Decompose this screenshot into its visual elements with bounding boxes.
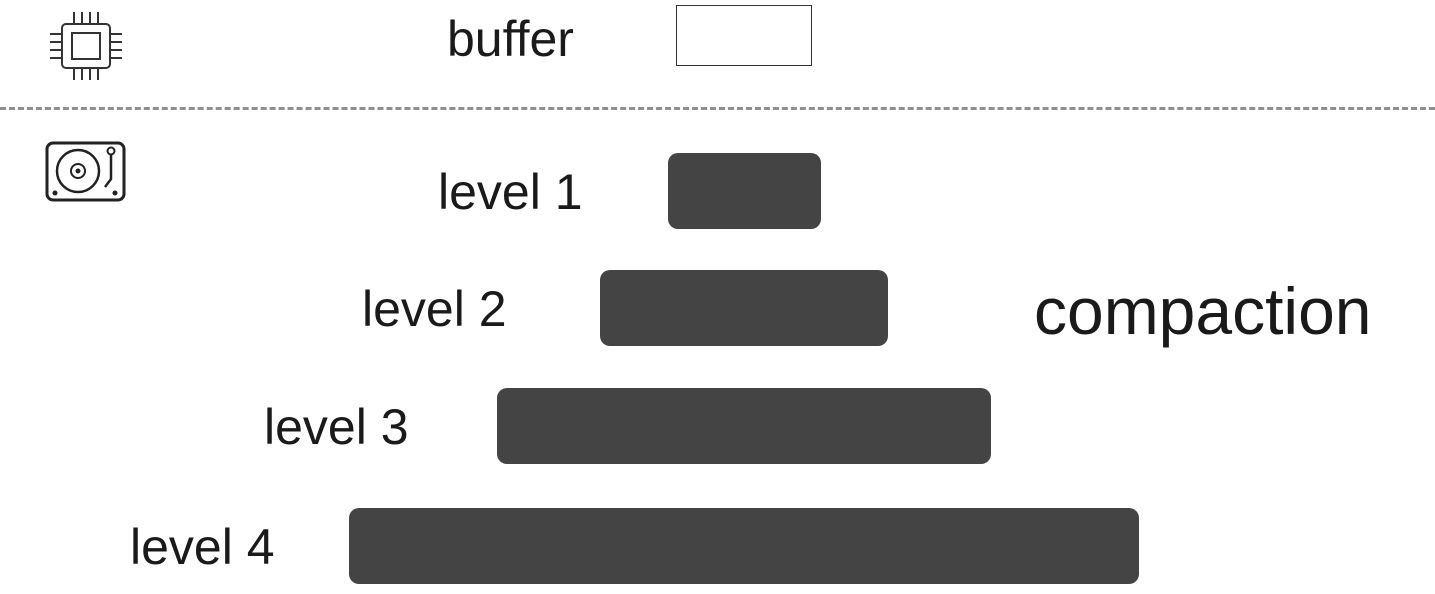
level-row-1: level 1	[0, 153, 1435, 233]
level-3-label: level 3	[264, 399, 409, 455]
level-row-2: level 2	[0, 270, 1435, 350]
turntable-disk-icon	[45, 141, 126, 203]
level-3-bar	[497, 388, 991, 464]
level-4-bar	[349, 508, 1139, 584]
level-row-3: level 3	[0, 388, 1435, 468]
level-1-label: level 1	[438, 164, 583, 220]
compaction-label: compaction	[1034, 274, 1372, 348]
buffer-label: buffer	[447, 11, 574, 67]
level-2-label: level 2	[362, 281, 507, 337]
level-4-label: level 4	[130, 519, 275, 575]
level-2-bar	[600, 270, 888, 346]
level-1-bar	[668, 153, 821, 229]
memory-disk-divider	[0, 107, 1435, 110]
level-row-4: level 4	[0, 508, 1435, 588]
cpu-chip-icon	[48, 10, 124, 82]
buffer-box	[676, 5, 812, 66]
